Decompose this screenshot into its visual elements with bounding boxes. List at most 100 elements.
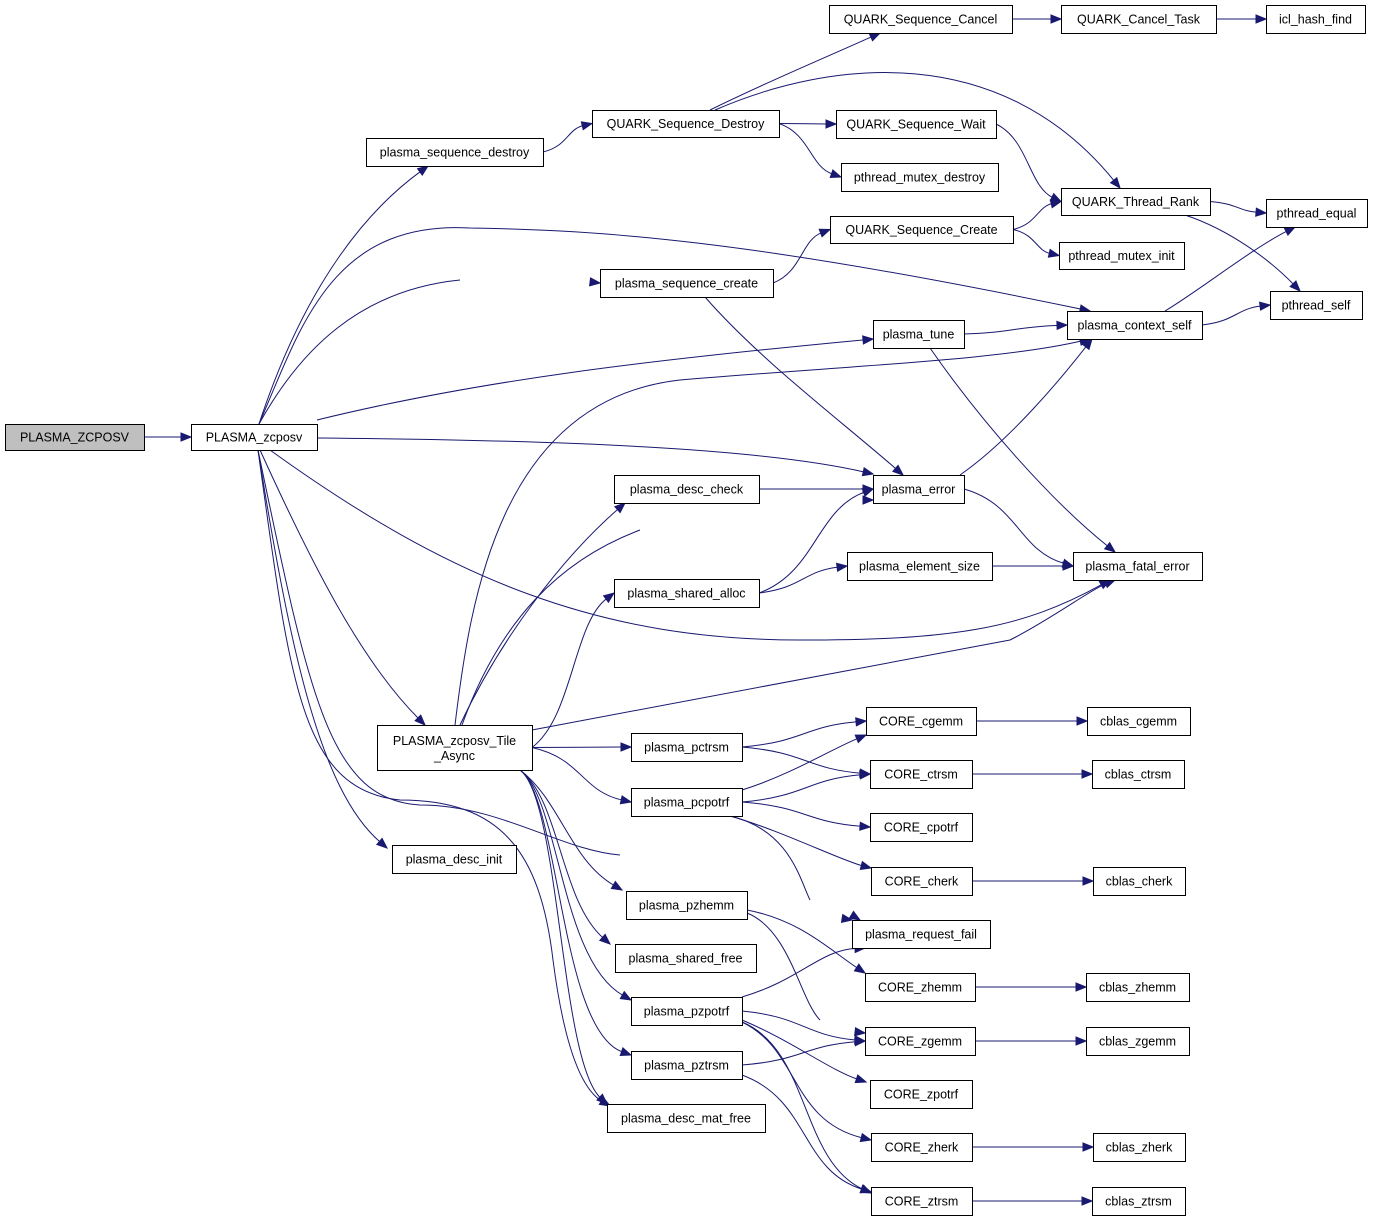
node-quark-cancel-task[interactable]: QUARK_Cancel_Task	[1061, 5, 1217, 34]
edge-QUARK_Cancel_Task-to-icl_hash_find	[1216, 14, 1268, 24]
node-core-zhemm[interactable]: CORE_zhemm	[865, 973, 976, 1002]
node-plasma-pztrsm[interactable]: plasma_pztrsm	[631, 1051, 743, 1080]
node-plasma-desc-mat-free[interactable]: plasma_desc_mat_free	[607, 1104, 766, 1133]
edge-QUARK_Sequence_Destroy-to-QUARK_Sequence_Wait	[778, 119, 838, 129]
arrowhead-icon	[861, 467, 875, 477]
node-plasma-pcpotrf[interactable]: plasma_pcpotrf	[631, 788, 743, 817]
node-cblas-ctrsm[interactable]: cblas_ctrsm	[1092, 760, 1185, 789]
edge-CORE_zgemm-to-cblas_zgemm	[975, 1036, 1088, 1046]
node-label: CORE_cherk	[885, 875, 959, 889]
node-plasma-shared-free[interactable]: plasma_shared_free	[615, 944, 757, 973]
node-plasma-sequence-create[interactable]: plasma_sequence_create	[600, 269, 774, 298]
edge-line	[1012, 229, 1051, 255]
node-plasma-pzhemm[interactable]: plasma_pzhemm	[626, 891, 748, 920]
node-cblas-zhemm[interactable]: cblas_zhemm	[1086, 973, 1190, 1002]
arrowhead-icon	[855, 717, 868, 727]
edge-line	[1184, 214, 1295, 285]
edge-PLASMA_zcposv_Tile_Async-to-plasma_context_self	[454, 336, 1092, 726]
node-core-ztrsm[interactable]: CORE_ztrsm	[871, 1187, 973, 1216]
node-box	[1093, 1133, 1186, 1162]
edge-plasma_pcpotrf-to-CORE_cgemm	[741, 734, 868, 791]
node-core-zpotrf[interactable]: CORE_zpotrf	[870, 1080, 973, 1109]
node-plasma-zcposv-tile-async[interactable]: PLASMA_zcposv_Tile_Async	[377, 725, 533, 771]
node-plasma-sequence-destroy[interactable]: plasma_sequence_destroy	[366, 138, 544, 167]
node-plasma-desc-check[interactable]: plasma_desc_check	[614, 475, 760, 504]
edge-line	[995, 123, 1054, 199]
edge-line	[758, 491, 865, 594]
arrowhead-icon	[619, 1047, 633, 1056]
edge-line	[741, 1021, 864, 1190]
node-quark-sequence-destroy[interactable]: QUARK_Sequence_Destroy	[592, 110, 780, 138]
node-label: plasma_pztrsm	[644, 1059, 729, 1073]
node-pthread-equal[interactable]: pthread_equal	[1266, 199, 1368, 228]
node-plasma-request-fail[interactable]: plasma_request_fail	[852, 920, 991, 949]
arrowhead-icon	[1062, 561, 1075, 571]
node-box	[1266, 199, 1368, 228]
arrowhead-icon	[818, 228, 832, 238]
edge-line	[316, 437, 865, 473]
node-label: plasma_pzhemm	[639, 899, 734, 913]
edge-PLASMA_zcposv-to-PLASMA_zcposv_Tile_Async	[259, 449, 426, 726]
edge-line	[963, 488, 1065, 565]
node-label: CORE_zherk	[885, 1141, 959, 1155]
node-plasma-zcposv[interactable]: PLASMA_zcposv	[191, 424, 318, 451]
node-core-cherk[interactable]: CORE_cherk	[871, 867, 973, 896]
edge-line	[257, 449, 381, 843]
node-plasma-pctrsm[interactable]: plasma_pctrsm	[631, 733, 743, 762]
node-plasma-element-size[interactable]: plasma_element_size	[847, 552, 993, 581]
node-label: cblas_cherk	[1106, 875, 1173, 889]
node-pthread-mutex-init[interactable]: pthread_mutex_init	[1059, 242, 1185, 270]
node-plasma-context-self[interactable]: plasma_context_self	[1067, 311, 1203, 340]
arrowhead-icon	[854, 1037, 867, 1047]
edge-plasma_context_self-to-pthread_self	[1201, 301, 1272, 326]
node-label: CORE_cgemm	[879, 715, 963, 729]
edge-CORE_zhemm-to-cblas_zhemm	[975, 982, 1088, 992]
node-plasma-shared-alloc[interactable]: plasma_shared_alloc	[614, 579, 760, 608]
node-box	[5, 424, 145, 451]
edge-line	[741, 801, 862, 827]
node-core-cpotrf[interactable]: CORE_cpotrf	[870, 813, 973, 842]
node-box	[614, 475, 760, 504]
node-plasma-pzpotrf[interactable]: plasma_pzpotrf	[631, 997, 743, 1026]
edge-PLASMA_zcposv-to-plasma_sequence_create	[258, 277, 602, 425]
edge-plasma_pctrsm-to-CORE_ctrsm	[741, 746, 872, 778]
edge-line	[316, 339, 865, 421]
arrowhead-icon	[1081, 1196, 1094, 1206]
node-quark-sequence-create[interactable]: QUARK_Sequence_Create	[830, 216, 1014, 244]
node-box	[614, 579, 760, 608]
edge-PLASMA_zcposv_Tile_Async-to-plasma_pctrsm	[531, 742, 633, 752]
node-cblas-cherk[interactable]: cblas_cherk	[1093, 867, 1186, 896]
edge-line	[741, 1074, 863, 1190]
node-plasma-desc-init[interactable]: plasma_desc_init	[392, 845, 517, 874]
node-label: PLASMA_ZCPOSV	[20, 431, 130, 445]
node-core-cgemm[interactable]: CORE_cgemm	[866, 707, 977, 736]
arrowhead-icon	[891, 464, 905, 476]
arrowhead-icon	[610, 880, 624, 891]
node-quark-sequence-cancel[interactable]: QUARK_Sequence_Cancel	[829, 5, 1013, 34]
arrowhead-icon	[180, 432, 193, 442]
node-plasma-fatal-error[interactable]: plasma_fatal_error	[1073, 552, 1203, 581]
node-plasma-tune[interactable]: plasma_tune	[873, 320, 965, 349]
arrowhead-icon	[840, 913, 854, 924]
node-quark-sequence-wait[interactable]: QUARK_Sequence_Wait	[836, 110, 997, 139]
arrowhead-icon	[416, 165, 430, 177]
node-cblas-zherk[interactable]: cblas_zherk	[1093, 1133, 1186, 1162]
node-pthread-self[interactable]: pthread_self	[1270, 291, 1363, 320]
node-cblas-zgemm[interactable]: cblas_zgemm	[1086, 1027, 1190, 1056]
node-label: pthread_self	[1282, 299, 1351, 313]
node-core-zherk[interactable]: CORE_zherk	[871, 1133, 973, 1162]
edge-line	[1164, 230, 1288, 312]
node-quark-thread-rank[interactable]: QUARK_Thread_Rank	[1061, 188, 1211, 216]
node-box	[871, 1187, 973, 1216]
edge-PLASMA_zcposv_Tile_Async-to-plasma_shared_alloc	[531, 592, 616, 748]
node-icl-hash-find[interactable]: icl_hash_find	[1266, 5, 1366, 34]
edge-line	[929, 347, 1109, 547]
node-plasma-error[interactable]: plasma_error	[873, 475, 965, 504]
edge-PLASMA_zcposv-to-plasma_desc_mat_free	[257, 449, 612, 1107]
node-cblas-ztrsm[interactable]: cblas_ztrsm	[1092, 1187, 1186, 1216]
node-cblas-cgemm[interactable]: cblas_cgemm	[1087, 707, 1191, 736]
node-pthread-mutex-destroy[interactable]: pthread_mutex_destroy	[841, 163, 999, 192]
node-core-ctrsm[interactable]: CORE_ctrsm	[870, 760, 973, 789]
node-core-zgemm[interactable]: CORE_zgemm	[865, 1027, 976, 1056]
